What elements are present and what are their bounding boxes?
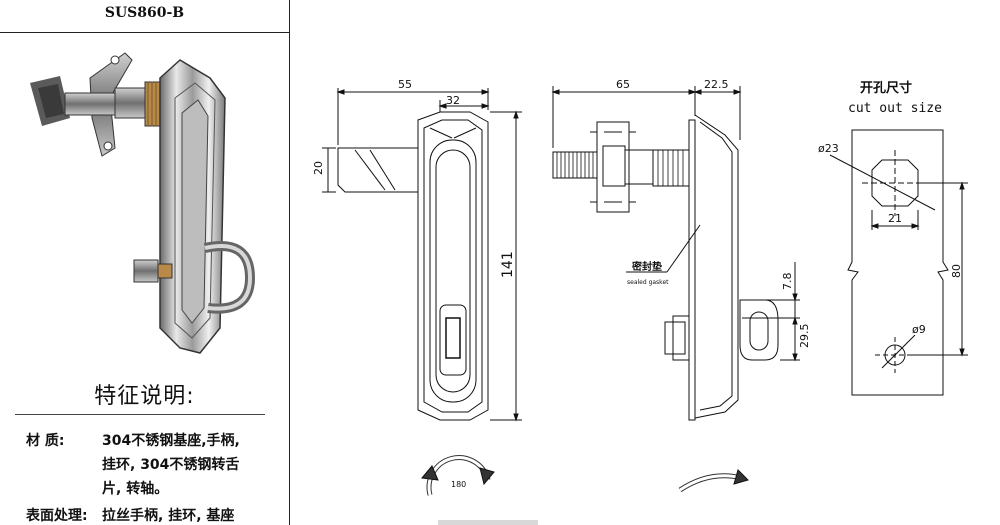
front-view xyxy=(337,111,489,421)
cutout-panel xyxy=(847,129,949,396)
dim-32: 32 xyxy=(446,94,460,107)
model-number: SUS860-B xyxy=(104,5,185,21)
dim-21: 21 xyxy=(888,212,902,225)
side-padlock-hasp xyxy=(739,299,779,361)
surface-label: 表面处理: xyxy=(26,508,88,524)
side-view xyxy=(552,114,779,421)
cutout-view xyxy=(829,129,949,396)
dim-55: 55 xyxy=(398,78,412,91)
dim-dia-9: ø9 xyxy=(912,323,926,336)
features-heading: 特征说明: xyxy=(94,384,195,409)
front-handle-bar xyxy=(337,147,419,193)
product-photo xyxy=(30,52,256,354)
gasket-label-cn: 密封垫 xyxy=(632,260,662,273)
title-divider xyxy=(0,32,289,33)
dim-22-5: 22.5 xyxy=(704,78,729,91)
product-info-panel: SUS860-B xyxy=(0,0,290,525)
front-recess xyxy=(429,139,477,403)
cutout-title-en: cut out size xyxy=(848,101,942,116)
surface-text: 拉丝手柄, 挂环, 基座 xyxy=(102,508,235,524)
side-body-profile xyxy=(694,114,739,419)
dim-7-8: 7.8 xyxy=(781,273,794,291)
dim-29-5: 29.5 xyxy=(798,324,811,349)
side-panel xyxy=(688,119,696,421)
material-line-1: 304不锈钢基座,手柄, xyxy=(102,433,240,449)
rotation-label: 180 xyxy=(451,480,466,489)
dim-80: 80 xyxy=(950,264,963,278)
dim-141: 141 xyxy=(500,251,516,278)
cutout-main-hole xyxy=(871,159,919,207)
horizontal-scrollbar[interactable] xyxy=(438,520,538,525)
front-key-slot xyxy=(439,304,467,376)
cutout-title-cn: 开孔尺寸 xyxy=(860,80,912,96)
rotation-arrow-icon xyxy=(426,455,491,496)
features-divider xyxy=(15,414,265,415)
material-line-2: 挂环, 304不锈钢转舌 xyxy=(102,457,240,473)
dim-dia-23: ø23 xyxy=(818,142,839,155)
front-body-outline xyxy=(417,111,489,421)
dim-65: 65 xyxy=(616,78,630,91)
gasket-label-en: sealed gasket xyxy=(627,279,669,286)
side-threaded-stud xyxy=(552,151,598,179)
dim-20: 20 xyxy=(312,161,325,175)
material-label: 材 质: xyxy=(26,433,65,449)
material-line-3: 片, 转轴。 xyxy=(102,481,169,497)
technical-drawing: 55 32 20 141 180 65 22.5 7.8 29.5 密封垫 se… xyxy=(312,78,968,496)
